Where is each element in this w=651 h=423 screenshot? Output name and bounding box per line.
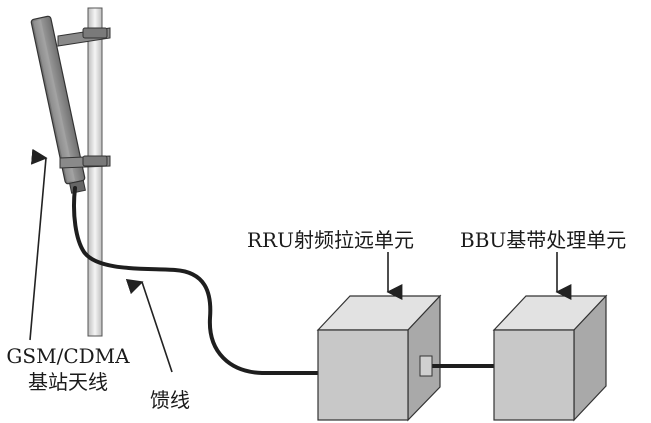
pointer-arrows (29, 148, 572, 373)
rru-box (316, 294, 442, 422)
feeder-arrow (125, 278, 173, 373)
rru-label: RRU射频拉远单元 (247, 228, 414, 252)
antenna-label-line2: 基站天线 (28, 370, 108, 394)
bbu-label: BBU基带处理单元 (460, 228, 627, 252)
mounting-pole (87, 7, 103, 337)
antenna-label-line1: GSM/CDMA (6, 344, 130, 368)
antenna-arrow (29, 148, 48, 341)
mounting-brackets (57, 27, 111, 169)
bbu-box (492, 294, 608, 422)
gsm-cdma-antenna (30, 15, 86, 194)
feeder-label: 馈线 (150, 388, 190, 412)
rru-bbu-link (419, 355, 494, 377)
feeder-cable (72, 186, 320, 375)
